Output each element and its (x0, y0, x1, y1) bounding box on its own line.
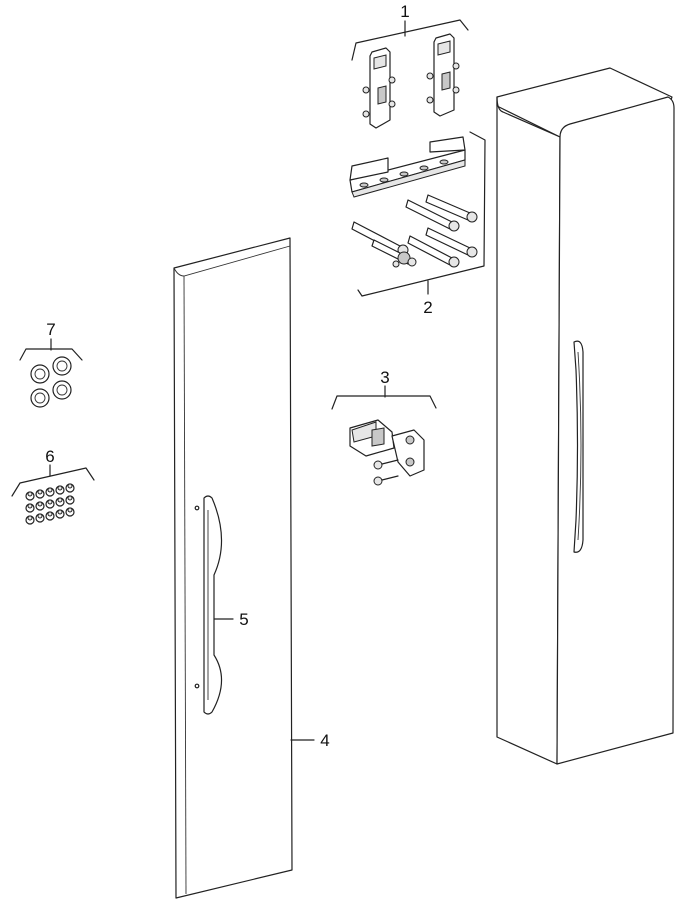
hinge-screw-1 (373, 459, 399, 470)
hinge-assembly (331, 385, 437, 486)
screw-plug-2 (405, 199, 460, 232)
pad-3 (30, 388, 50, 408)
tall-cabinet (496, 67, 675, 765)
wall-bracket-group (351, 19, 469, 129)
cap (25, 503, 35, 513)
pad-4 (52, 380, 72, 400)
cap (65, 507, 75, 517)
cap (55, 497, 65, 507)
pads-callout-7 (19, 348, 83, 361)
cap (65, 495, 75, 505)
part-label-1: 1 (400, 2, 409, 21)
wall-rail-kit (349, 131, 486, 297)
rail-callout-2 (357, 131, 486, 297)
cap (25, 491, 35, 501)
round-pads (19, 338, 83, 408)
pad-1 (30, 364, 50, 384)
part-label-2: 2 (423, 298, 432, 317)
cap (35, 489, 45, 499)
bracket-right (426, 33, 460, 117)
cap (45, 511, 55, 521)
cap (55, 485, 65, 495)
cover-caps (11, 464, 95, 525)
screw-plug-3 (425, 227, 478, 258)
bracket-callout-1 (351, 19, 469, 61)
screw-plug-1 (425, 194, 478, 223)
cap-grid (25, 483, 75, 525)
bracket-left (362, 47, 396, 129)
screw-plug-6 (371, 239, 417, 268)
part-label-7: 7 (46, 320, 55, 339)
part-label-3: 3 (380, 368, 389, 387)
cap (25, 515, 35, 525)
part-label-5: 5 (239, 610, 248, 629)
screw-plug-4 (407, 235, 460, 268)
pad-2 (52, 356, 72, 376)
cap (65, 483, 75, 493)
cap (35, 513, 45, 523)
hinge-callout-3 (331, 395, 437, 410)
cap (55, 509, 65, 519)
part-label-6: 6 (45, 447, 54, 466)
cap (35, 501, 45, 511)
part-label-4: 4 (320, 731, 329, 750)
hinge-screw-2 (373, 475, 399, 486)
door-panel (173, 237, 293, 899)
cap (45, 499, 55, 509)
cap (45, 487, 55, 497)
caps-callout-6 (11, 467, 95, 497)
